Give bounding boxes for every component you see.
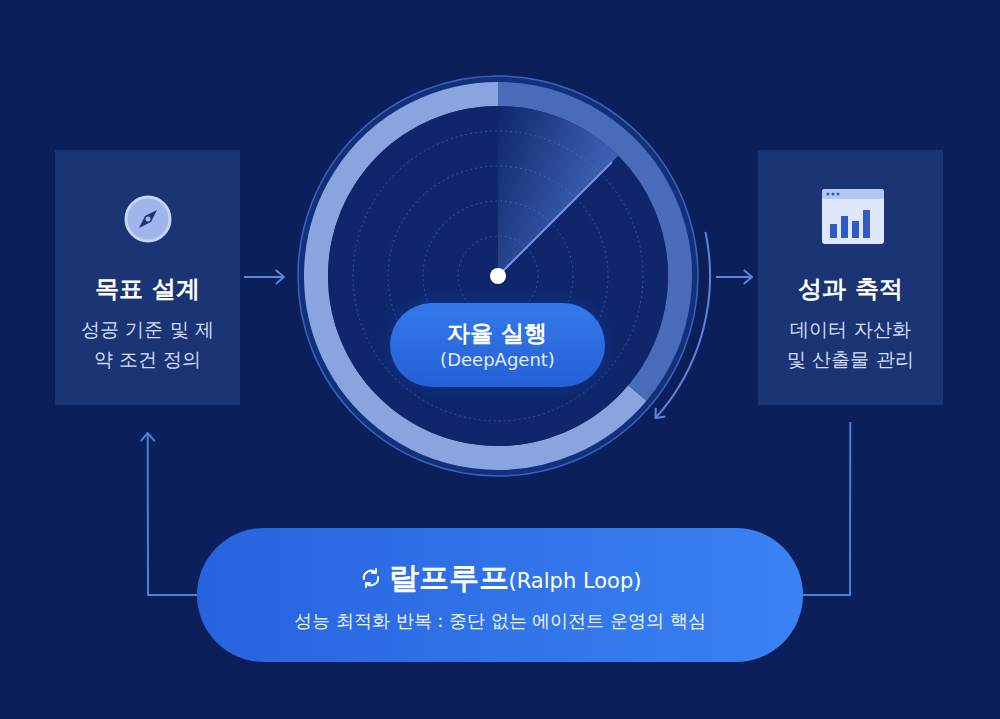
text-row: 랄프루프(Ralph Loop) — [359, 558, 642, 599]
arrowhead — [141, 433, 154, 441]
loop-title: 랄프루프 — [389, 558, 509, 599]
rotation-arrowhead — [656, 408, 666, 418]
process-box: 목표 설계성공 기준 및 제약 조건 정의 — [55, 150, 240, 405]
box-heading: 성과 축적 — [798, 274, 902, 304]
compass-icon — [126, 197, 170, 241]
rotation-arc — [656, 232, 711, 418]
box-body: 성공 기준 및 제약 조건 정의 — [78, 314, 218, 374]
chart-icon — [822, 189, 884, 244]
compass-pivot — [146, 217, 151, 222]
text-row: 목표 설계 — [95, 274, 199, 314]
connector — [716, 271, 752, 284]
connector-line — [148, 433, 197, 595]
arrowhead — [276, 271, 284, 284]
text-row: 성공 기준 및 제약 조건 정의 — [78, 314, 218, 374]
text-row: 데이터 자산화 및 산출물 관리 — [781, 314, 921, 374]
radar-needle — [498, 162, 612, 276]
chart-icon-bar — [822, 189, 884, 199]
box-heading: 목표 설계 — [95, 274, 199, 304]
pill-badge: 자율 실행(DeepAgent) — [390, 303, 605, 387]
connector-line — [244, 276, 284, 278]
connector — [244, 271, 284, 284]
text-row: (DeepAgent) — [440, 348, 555, 372]
text-row: 성과 축적 — [798, 274, 902, 314]
radar-center — [490, 268, 506, 284]
loop-icon — [359, 566, 383, 590]
pill-heading: 자율 실행 — [447, 318, 547, 348]
loop-icon-head — [372, 569, 376, 573]
loop-band: 랄프루프(Ralph Loop) 성능 최적화 반복 : 중단 없는 에이전트 운… — [197, 528, 803, 662]
connector — [141, 433, 197, 595]
loop-subtitle: (Ralph Loop) — [509, 569, 642, 593]
chart-bar — [841, 216, 848, 238]
radar-outline — [298, 76, 698, 476]
radar-circle: 자율 실행(DeepAgent) — [298, 76, 698, 476]
chart-icon-dot — [832, 193, 835, 196]
radar-disk — [328, 106, 668, 446]
box-body: 데이터 자산화 및 산출물 관리 — [781, 314, 921, 374]
connector — [803, 422, 850, 595]
chart-icon-dot — [827, 193, 830, 196]
loop-description: 성능 최적화 반복 : 중단 없는 에이전트 운영의 핵심 — [294, 609, 706, 633]
text-row: 성능 최적화 반복 : 중단 없는 에이전트 운영의 핵심 — [294, 599, 706, 633]
chart-bar — [852, 221, 859, 238]
process-box: 성과 축적데이터 자산화 및 산출물 관리 — [758, 150, 943, 405]
text-row: 자율 실행 — [447, 318, 547, 348]
connector-line — [803, 422, 850, 595]
chart-bar — [830, 224, 837, 238]
chart-icon-dot — [837, 193, 840, 196]
connector-line — [716, 276, 752, 278]
loop-icon-head — [366, 583, 370, 587]
compass-needle — [139, 210, 157, 228]
arrowhead — [744, 271, 752, 284]
radar-sweep — [498, 106, 618, 276]
chart-bar — [863, 210, 870, 238]
pill-subtitle: (DeepAgent) — [440, 348, 555, 372]
